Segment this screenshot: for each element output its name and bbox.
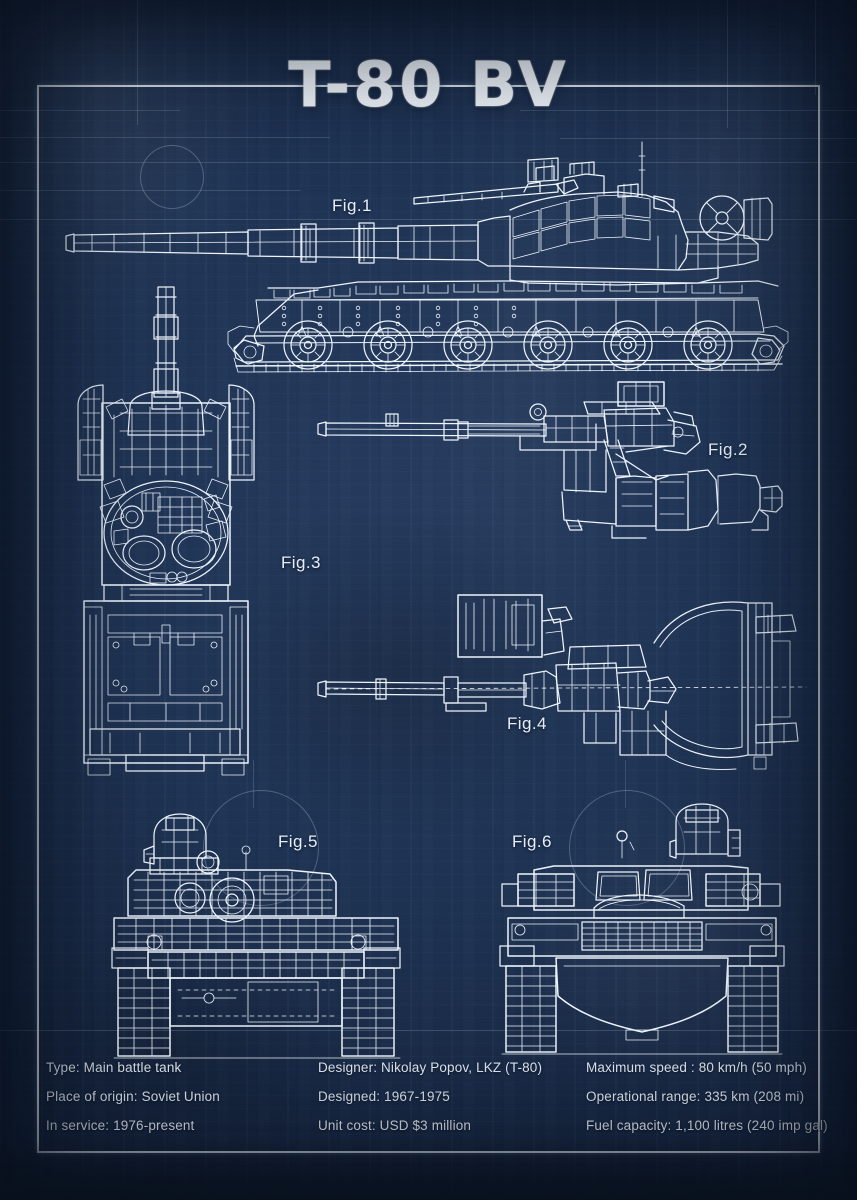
figure-6-rear-elevation — [498, 800, 788, 1065]
spec-value: 1967-1975 — [384, 1089, 450, 1104]
page-title: T-80 BV — [0, 48, 857, 122]
figure-3-label: Fig.3 — [281, 553, 321, 572]
spec-row: Designer: Nikolay Popov, LKZ (T-80) — [318, 1053, 586, 1082]
spec-row: Maximum speed : 80 km/h (50 mph) — [586, 1053, 828, 1082]
bottom-shade-band — [0, 1140, 857, 1200]
spec-row: Fuel capacity: 1,100 litres (240 imp gal… — [586, 1111, 828, 1140]
spec-key: Operational range: — [586, 1089, 705, 1104]
spec-value: Main battle tank — [83, 1060, 182, 1075]
spec-column-1: Type: Main battle tank Place of origin: … — [46, 1053, 318, 1140]
figure-4-label: Fig.4 — [507, 714, 547, 733]
spec-key: Designer: — [318, 1060, 382, 1075]
figure-4-mantlet-section — [316, 585, 807, 775]
spec-row: In service: 1976-present — [46, 1111, 318, 1140]
figure-1-label: Fig.1 — [332, 196, 372, 215]
spec-key: Place of origin: — [46, 1089, 142, 1104]
spec-row: Operational range: 335 km (208 mi) — [586, 1082, 828, 1111]
figure-1-side-elevation — [58, 140, 798, 373]
figure-6-label: Fig.6 — [512, 832, 552, 851]
spec-key: Fuel capacity: — [586, 1118, 676, 1133]
page-title-text: T-80 BV — [288, 48, 569, 122]
figure-2-label: Fig.2 — [708, 440, 748, 459]
spec-key: Designed: — [318, 1089, 385, 1104]
spec-row: Unit cost: USD $3 million — [318, 1111, 586, 1140]
figure-3-top-plan — [70, 285, 290, 780]
spec-row: Designed: 1967-1975 — [318, 1082, 586, 1111]
spec-value: 1,100 litres (240 imp gal) — [675, 1118, 828, 1133]
spec-key: Unit cost: — [318, 1118, 380, 1133]
figure-5-front-elevation — [108, 800, 408, 1065]
figure-5-label: Fig.5 — [278, 832, 318, 851]
specification-block: Type: Main battle tank Place of origin: … — [46, 1053, 828, 1140]
spec-row: Type: Main battle tank — [46, 1053, 318, 1082]
spec-column-2: Designer: Nikolay Popov, LKZ (T-80) Desi… — [318, 1053, 586, 1140]
spec-column-3: Maximum speed : 80 km/h (50 mph) Operati… — [586, 1053, 828, 1140]
spec-key: Type: — [46, 1060, 84, 1075]
spec-row: Place of origin: Soviet Union — [46, 1082, 318, 1111]
spec-value: 80 km/h (50 mph) — [698, 1060, 807, 1075]
spec-value: USD $3 million — [379, 1118, 472, 1133]
spec-key: Maximum speed : — [586, 1060, 699, 1075]
figure-2-gun-mount-detail — [316, 380, 806, 560]
spec-value: Soviet Union — [141, 1089, 220, 1104]
spec-key: In service: — [46, 1118, 114, 1133]
spec-value: Nikolay Popov, LKZ (T-80) — [381, 1060, 543, 1075]
spec-value: 1976-present — [113, 1118, 195, 1133]
spec-value: 335 km (208 mi) — [704, 1089, 805, 1104]
